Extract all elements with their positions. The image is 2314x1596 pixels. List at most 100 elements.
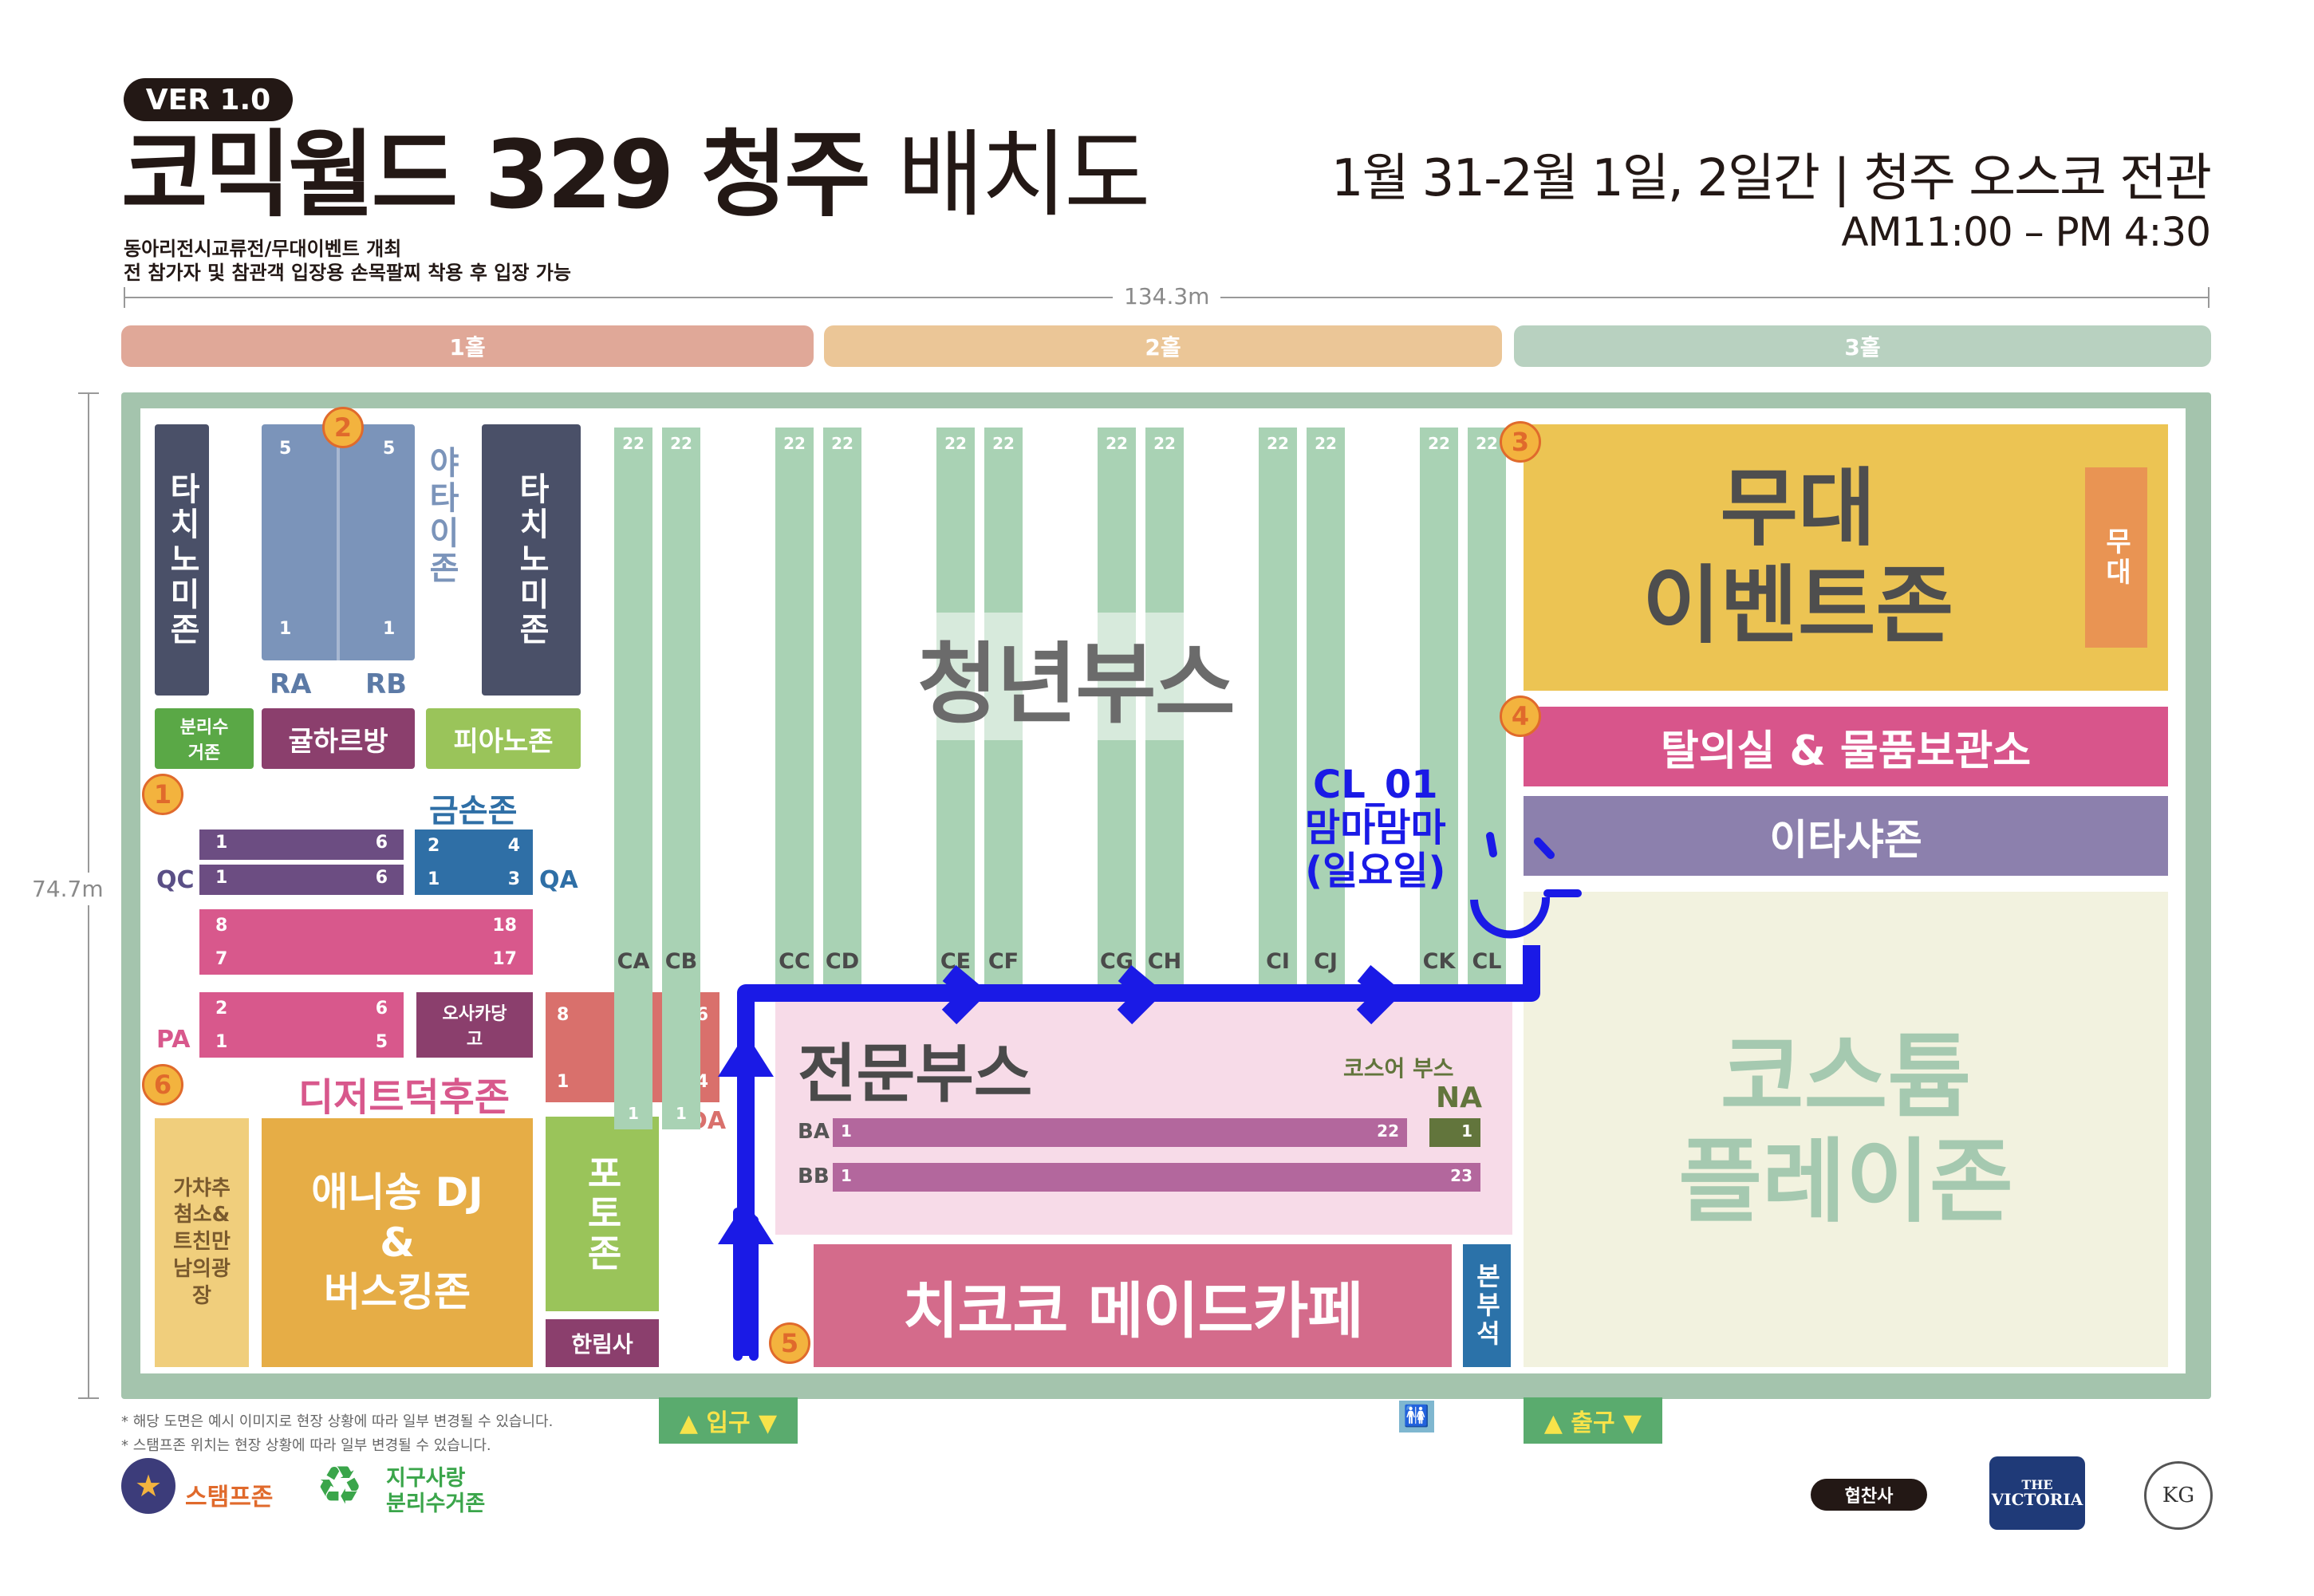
da-bottom-left: 1: [557, 1072, 570, 1092]
piano-zone: 피아노존: [426, 708, 581, 769]
column-top-number: 22: [1153, 434, 1176, 453]
gacha-zone: 가챠추첨소&트친만남의광장: [155, 1118, 249, 1367]
hanrim-booth: 한림사: [546, 1319, 659, 1367]
column-label-ca: CA: [617, 949, 650, 974]
sponsor-badge: 협찬사: [1811, 1479, 1927, 1511]
costume-play-zone: 코스튬 플레이존: [1524, 892, 2168, 1367]
column-label-cl: CL: [1472, 949, 1502, 974]
pink-row-1-start: 8: [215, 916, 228, 936]
qa-row-1-end: 4: [507, 836, 520, 856]
qc-label: QC: [156, 866, 195, 894]
marker-1: 1: [142, 774, 183, 815]
stage-label-2: 이벤트존: [1642, 557, 1954, 655]
qa-block: 2 4 1 3: [415, 830, 533, 895]
anisong-line-1: 애니송 DJ: [311, 1169, 483, 1216]
qc-row-1-end: 6: [375, 833, 388, 853]
gulharu-bang: 귤하르방: [262, 708, 415, 769]
dressing-room-storage: 탈의실 & 물품보관소: [1524, 707, 2168, 786]
headquarters-desk: 본부석: [1463, 1244, 1511, 1367]
stamp-mascot-icon: ★: [121, 1458, 175, 1514]
column-label-ce: CE: [940, 949, 972, 974]
qa-row-1-start: 2: [428, 836, 440, 856]
pa-row-2-end: 5: [375, 1032, 388, 1052]
column-label-ci: CI: [1266, 949, 1290, 974]
qa-row-2-end: 3: [507, 869, 520, 889]
rb-top-number: 5: [383, 439, 396, 459]
version-badge: VER 1.0: [124, 78, 293, 121]
event-dates: 1월 31-2월 1일, 2일간 | 청주 오스코 전관: [1330, 149, 2212, 208]
ba-label: BA: [798, 1120, 830, 1144]
itasha-zone: 이타샤존: [1524, 796, 2168, 876]
recycle-footer-line-2: 분리수거존: [386, 1492, 486, 1517]
ra-top-number: 5: [279, 439, 292, 459]
na-number: 1: [1461, 1121, 1472, 1141]
dessert-zone-label: 디저트덕후존: [298, 1075, 510, 1120]
column-top-number: 22: [1428, 434, 1450, 453]
yatai-zone: 야타이존: [423, 424, 459, 608]
na-booth: 1: [1429, 1118, 1480, 1147]
qc-row-2-start: 1: [215, 868, 228, 888]
ra-rb-divider: [337, 424, 340, 660]
professional-booth-label: 전문부스: [798, 1037, 1033, 1111]
column-top-number: 22: [831, 434, 853, 453]
photo-zone-label: 포토존: [581, 1154, 624, 1274]
column-label-cb: CB: [664, 949, 698, 974]
ba-row-end: 22: [1377, 1121, 1399, 1141]
column-top-number: 22: [670, 434, 692, 453]
page-title: 코믹월드 329 청주 배치도: [121, 128, 1151, 222]
exit-door[interactable]: ▲ 출구 ▼: [1524, 1397, 1662, 1444]
column-label-cc: CC: [779, 949, 810, 974]
marker-3: 3: [1500, 421, 1541, 463]
width-dimension-tick-left: [124, 287, 125, 308]
annotation-cl01: CL_01 맘마맘마 (일요일): [1305, 763, 1446, 893]
pink-row-2-end: 17: [492, 949, 517, 969]
stamp-zone-label: 스탬프존: [185, 1484, 274, 1511]
footnote-2: * 스탬프존 위치는 현장 상황에 따라 일부 변경될 수 있습니다.: [121, 1437, 491, 1454]
column-top-number: 22: [1315, 434, 1337, 453]
title-bold: 코믹월드 329 청주: [121, 120, 871, 230]
pink-row-2-start: 7: [215, 949, 228, 969]
rb-label: RB: [365, 668, 408, 700]
height-dimension-tick-top: [78, 392, 99, 394]
title-thin: 배치도: [897, 120, 1151, 230]
width-dimension-tick-right: [2208, 287, 2210, 308]
entrance-door[interactable]: ▲ 입구 ▼: [659, 1397, 798, 1444]
victoria-logo-name: VICTORIA: [1991, 1490, 2083, 1509]
rb-bottom-number: 1: [383, 619, 396, 639]
subtitle-2: 전 참가자 및 참관객 입장용 손목팔찌 착용 후 입장 가능: [124, 262, 571, 284]
costume-label-2: 플레이존: [1678, 1129, 2013, 1235]
ra-rb-block: 5 1 5 1: [262, 424, 415, 660]
recycle-zone: 분리수거존: [155, 708, 254, 769]
footnote-1: * 해당 도면은 예시 이미지로 현장 상황에 따라 일부 변경될 수 있습니다…: [121, 1413, 554, 1430]
column-top-number: 22: [992, 434, 1015, 453]
height-dimension-tick-bottom: [78, 1397, 99, 1399]
marker-4: 4: [1500, 696, 1541, 737]
column-top-number: 22: [783, 434, 806, 453]
column-bottom-number: 1: [676, 1104, 687, 1123]
qc-row-1: 1 6: [199, 830, 404, 860]
costume-label-1: 코스튬: [1720, 1023, 1972, 1130]
victoria-logo-the: THE: [2021, 1477, 2053, 1492]
qa-label: QA: [539, 866, 578, 894]
stage-event-zone: 무대 이벤트존: [1524, 424, 2168, 691]
maid-cafe: 치코코 메이드카페: [814, 1244, 1452, 1367]
column-label-ch: CH: [1147, 949, 1182, 974]
da-top-left: 8: [557, 1005, 570, 1025]
annotation-line-1: CL_01: [1313, 763, 1438, 807]
column-top-number: 22: [1476, 434, 1498, 453]
event-hours: AM11:00 – PM 4:30: [1841, 209, 2211, 255]
column-label-cj: CJ: [1314, 949, 1338, 974]
photo-zone: 포토존: [546, 1117, 659, 1311]
ba-row-start: 1: [841, 1121, 852, 1141]
subtitle-1: 동아리전시교류전/무대이벤트 개최: [124, 238, 402, 260]
column-bottom-number: 1: [628, 1104, 639, 1123]
pa-block: 2 6 1 5: [199, 992, 404, 1058]
marker-5: 5: [769, 1322, 810, 1364]
osaka-dango: 오사카당고: [416, 992, 533, 1058]
youth-booth-label: 청년부스: [917, 613, 1236, 740]
pink-row-1-end: 18: [492, 916, 517, 936]
hall-2: 2홀: [824, 325, 1502, 367]
column-label-cg: CG: [1100, 949, 1133, 974]
ra-bottom-number: 1: [279, 619, 292, 639]
